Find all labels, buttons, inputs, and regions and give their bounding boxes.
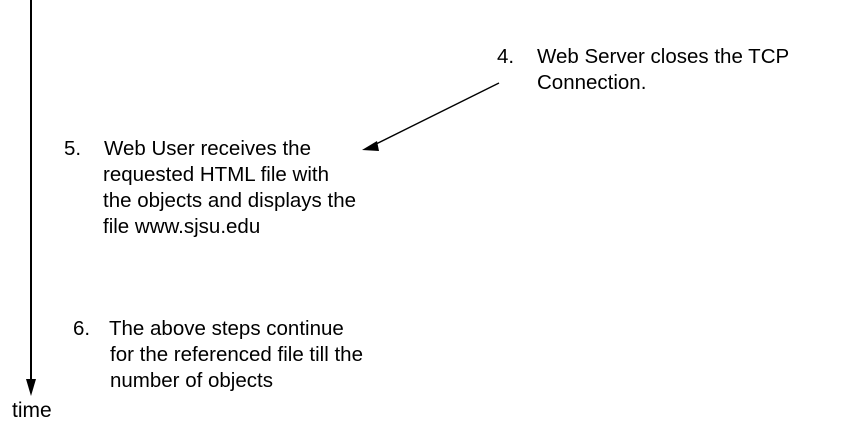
connector-arrow-line xyxy=(369,82,500,148)
step-5-line-2: requested HTML file with xyxy=(103,163,329,186)
time-axis-arrowhead xyxy=(26,379,36,396)
step-5-text-1: Web User receives the xyxy=(104,137,311,160)
step-4-line-1: 4. Web Server closes the TCP xyxy=(497,44,789,70)
step-4-line-2: Connection. xyxy=(537,71,647,94)
time-axis-label: time xyxy=(12,399,52,422)
step-5-number: 5. xyxy=(64,137,82,160)
step-6-text-1: The above steps continue xyxy=(109,317,344,340)
connector-arrowhead xyxy=(362,141,379,151)
step-6-number: 6. xyxy=(73,317,91,340)
step-item-5: 5. Web User receives the requested HTML f… xyxy=(64,136,356,240)
step-6-line-1: 6. The above steps continue xyxy=(73,316,363,342)
step-5-line-3: the objects and displays the xyxy=(103,189,356,212)
step-item-4: 4. Web Server closes the TCP Connection. xyxy=(497,44,789,96)
step-4-text-1: Web Server closes the TCP xyxy=(537,45,790,68)
step-4-number: 4. xyxy=(497,45,515,68)
step-item-6: 6. The above steps continue for the refer… xyxy=(73,316,363,394)
time-axis-group xyxy=(26,0,36,396)
step-5-line-1: 5. Web User receives the xyxy=(64,136,356,162)
step-6-line-2: for the referenced file till the xyxy=(110,343,363,366)
step-5-line-4: file www.sjsu.edu xyxy=(103,215,261,238)
step-6-line-3: number of objects xyxy=(110,369,273,392)
step4-to-step5-arrow-group xyxy=(362,82,500,151)
